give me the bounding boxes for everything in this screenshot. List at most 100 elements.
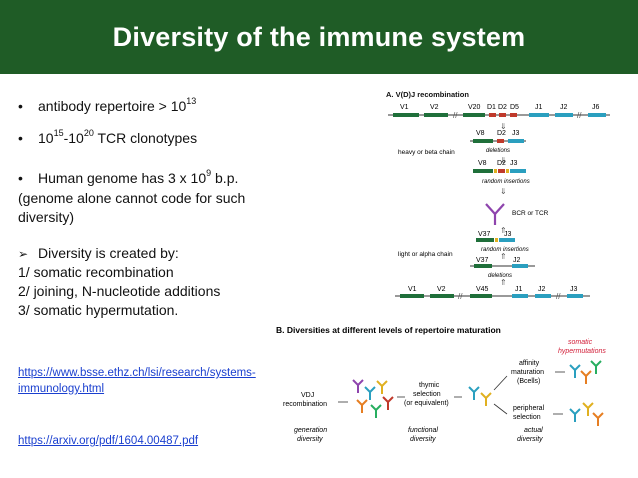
- exponent: 13: [186, 96, 197, 107]
- bullet-text: -10: [63, 130, 84, 146]
- label-random-insertions: random insertions: [481, 247, 529, 253]
- label-deletions: deletions: [488, 273, 512, 279]
- label-actual-diversity: diversity: [517, 436, 543, 443]
- receptor-cluster-peripheral: [569, 402, 604, 426]
- up-arrow-icon: ⇑: [500, 226, 507, 235]
- label-r2-d: D2: [497, 130, 506, 137]
- down-arrow-icon: ⇓: [500, 187, 507, 196]
- label-r3-v: V8: [478, 160, 487, 167]
- label-j1: J1: [535, 104, 543, 111]
- down-arrow-icon: ⇓: [500, 122, 507, 131]
- label-vdj-recombination: recombination: [283, 401, 327, 408]
- up-arrow-icon: ⇑: [500, 278, 507, 287]
- label-r2-j: J3: [512, 130, 520, 137]
- receptor-cluster-functional: [468, 386, 492, 406]
- label-peripheral-selection: selection: [513, 414, 541, 421]
- bullet-human-genome: • Human genome has 3 x 109 b.p.: [18, 168, 239, 187]
- label-peripheral: peripheral: [513, 405, 545, 412]
- figure-b-title: B. Diversities at different levels of re…: [276, 325, 501, 335]
- label-vdj: VDJ: [301, 392, 314, 399]
- label-r3-j: J3: [510, 160, 518, 167]
- title-bar: Diversity of the immune system: [0, 0, 638, 74]
- light-chain-recombined-row: V37 J3 random insertions: [476, 231, 529, 253]
- up-arrow-icon: ⇑: [500, 252, 507, 261]
- receptor-icon: [485, 203, 505, 225]
- label-generation: generation: [294, 427, 327, 434]
- genome-note-line1: (genome alone cannot code for such: [18, 190, 246, 206]
- label-r6-j: J2: [513, 257, 521, 264]
- label-thymic-selection: selection: [413, 391, 441, 398]
- label-functional-diversity: diversity: [410, 436, 436, 443]
- receptor-cluster-generation: [352, 379, 394, 418]
- list-item-3: 3/ somatic hypermutation.: [18, 302, 179, 318]
- label-r3-d: D2: [497, 160, 506, 167]
- recombined-row-deletions: V8 D2 J3 deletions: [470, 130, 526, 154]
- recombined-row-insertions: V8 D2 J3 random insertions: [473, 160, 530, 185]
- label-or-equivalent: (or equivalent): [404, 400, 449, 407]
- svg-text://: //: [458, 292, 463, 301]
- svg-text://: //: [453, 111, 458, 120]
- label-maturation: maturation: [511, 369, 544, 376]
- label-d5: D5: [510, 104, 519, 111]
- label-j6: J6: [592, 104, 600, 111]
- label-b1: V1: [408, 286, 417, 293]
- link-arxiv[interactable]: https://arxiv.org/pdf/1604.00487.pdf: [18, 435, 199, 447]
- bullet-text: b.p.: [211, 170, 239, 186]
- bullet-tcr-clonotypes: • 1015-1020 TCR clonotypes: [18, 128, 198, 147]
- receptor-cluster-affinity: [569, 360, 602, 384]
- label-d2: D2: [498, 104, 507, 111]
- label-generation-diversity: diversity: [297, 436, 323, 443]
- label-bcr-tcr: BCR or TCR: [512, 210, 549, 217]
- label-r6-v: V37: [476, 257, 489, 264]
- label-actual: actual: [524, 427, 543, 434]
- label-b3: V45: [476, 286, 489, 293]
- label-v2: V2: [430, 104, 439, 111]
- label-r5-v: V37: [478, 231, 491, 238]
- label-somatic: somatic: [568, 339, 593, 346]
- list-item-1: 1/ somatic recombination: [18, 264, 174, 280]
- label-heavy-chain: heavy or beta chain: [398, 149, 455, 156]
- bullet-text: Human genome has 3 x 10: [38, 170, 207, 186]
- figure-a-title: A. V(D)J recombination: [386, 90, 469, 99]
- label-hypermutations: hypermutations: [558, 348, 606, 355]
- label-affinity: affinity: [519, 360, 540, 367]
- slide-title: Diversity of the immune system: [112, 21, 526, 52]
- list-item-2: 2/ joining, N-nucleotide additions: [18, 283, 221, 299]
- link-bsse-ethz-line2[interactable]: immunology.html: [18, 383, 105, 395]
- bullet-text: TCR clonotypes: [93, 130, 198, 146]
- link-bsse-ethz-line1[interactable]: https://www.bsse.ethz.ch/lsi/research/sy…: [18, 367, 256, 379]
- label-random-insertions: random insertions: [482, 179, 530, 185]
- light-chain-deletions-row: V37 J2 deletions: [470, 257, 535, 279]
- bullet-dot: •: [18, 130, 23, 146]
- exponent: 9: [206, 168, 212, 179]
- genome-note-line2: diversity): [18, 209, 75, 225]
- label-bj1: J1: [515, 286, 523, 293]
- down-arrow-icon: ⇓: [500, 156, 507, 165]
- bullet-text: 10: [38, 130, 54, 146]
- label-deletions: deletions: [486, 148, 510, 154]
- label-light-chain: light or alpha chain: [398, 251, 453, 258]
- label-v1: V1: [400, 104, 409, 111]
- bullet-dot: •: [18, 170, 23, 186]
- svg-text://: //: [556, 292, 561, 301]
- bullet-text: antibody repertoire > 10: [38, 98, 187, 114]
- exponent: 15: [53, 128, 64, 139]
- germline-row: // // V1 V2 V20 D1 D2 D5 J1 J2 J6: [388, 104, 610, 120]
- svg-text://: //: [577, 111, 582, 120]
- bullet-antibody-repertoire: • antibody repertoire > 1013: [18, 96, 197, 115]
- label-bcells: (Bcells): [517, 378, 540, 385]
- label-bj3: J3: [570, 286, 578, 293]
- label-functional: functional: [408, 427, 438, 434]
- exponent: 20: [83, 128, 94, 139]
- light-chain-germline-row: // // V1 V2 V45 J1 J2 J3: [395, 286, 590, 301]
- label-bj2: J2: [538, 286, 546, 293]
- label-d1: D1: [487, 104, 496, 111]
- label-j2: J2: [560, 104, 568, 111]
- label-v20: V20: [468, 104, 481, 111]
- bullet-text: Diversity is created by:: [38, 245, 179, 261]
- label-thymic: thymic: [419, 382, 440, 389]
- bullet-dot: •: [18, 98, 23, 114]
- arrow-bullet-icon: ➢: [18, 247, 29, 261]
- label-r5-j: J3: [504, 231, 512, 238]
